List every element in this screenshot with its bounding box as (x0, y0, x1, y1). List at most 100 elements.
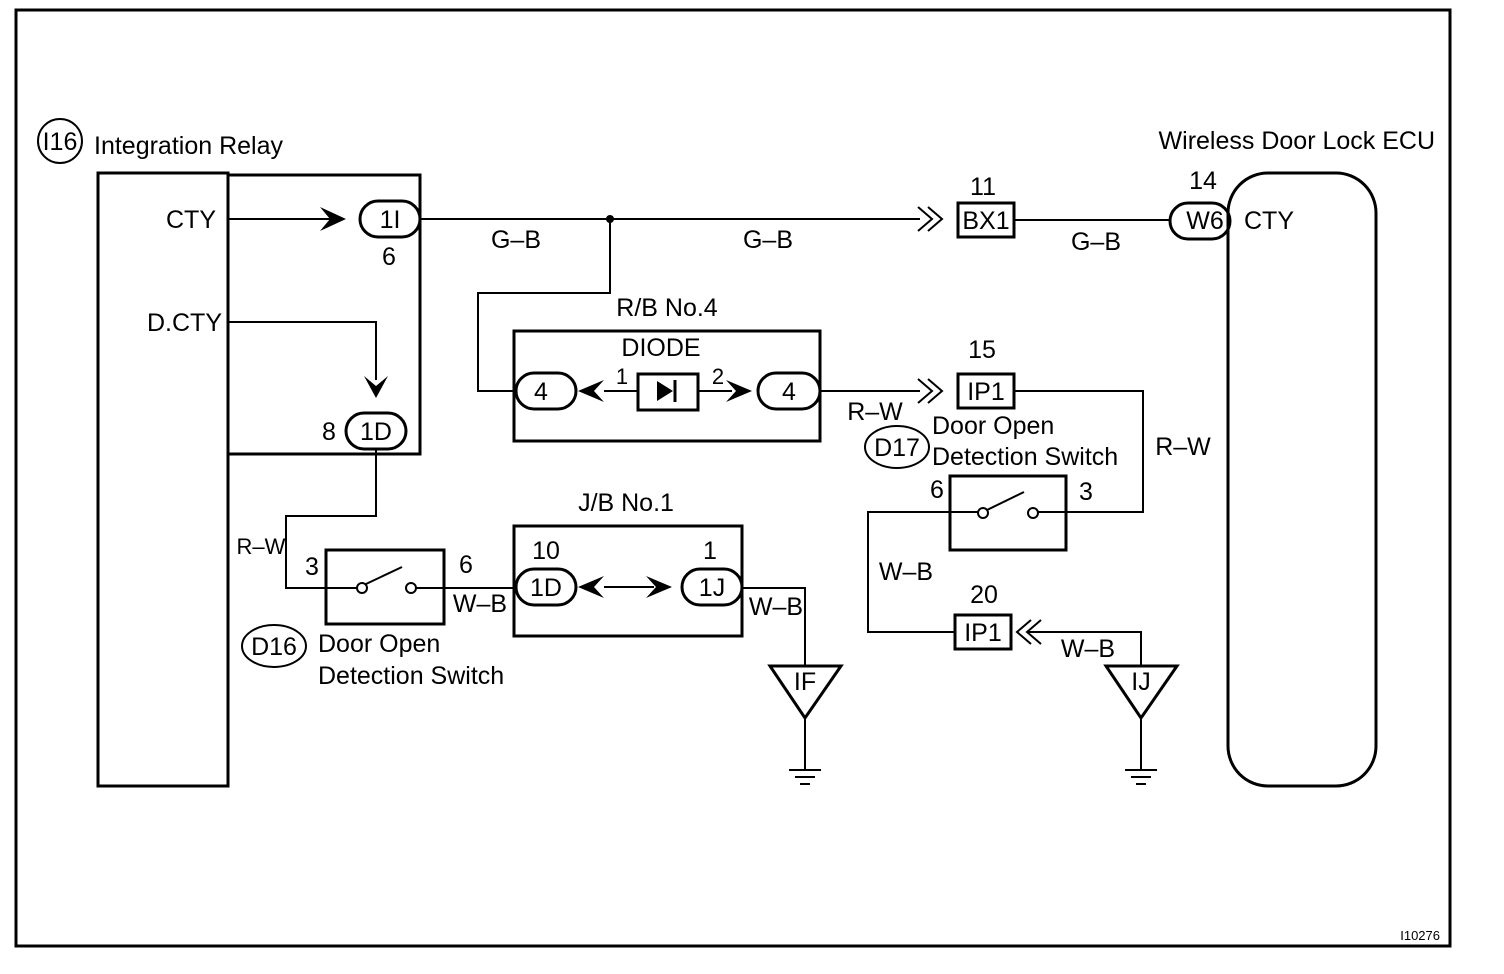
d16-switch-lever (365, 566, 403, 585)
jb1-pin-right: 1 (703, 537, 717, 565)
wire-wb-d17-label: W–B (879, 558, 933, 586)
terminal-cty-label: CTY (166, 206, 216, 234)
wire-wb-jb (742, 587, 806, 666)
wire-gb1-label: G–B (491, 226, 541, 254)
arrow-1i (320, 207, 346, 231)
jb1-conn-right-id: 1J (699, 574, 725, 602)
diagram-frame (14, 8, 1452, 948)
connector-w6-pill (1168, 201, 1232, 241)
rb4-pin-right: 2 (712, 364, 724, 389)
arrow-bx1-outer (917, 206, 934, 232)
wireless-ecu-terminal: CTY (1244, 207, 1294, 235)
d17-code: D17 (874, 434, 920, 462)
connector-1d: 1D 8 (322, 411, 408, 451)
connector-ip1-bot: IP1 20 (953, 581, 1013, 651)
rb4-conn-right-id: 4 (782, 378, 796, 406)
wire-splice-to-rb4 (477, 219, 611, 392)
integration-relay-code-circle (37, 118, 83, 164)
arrow-1d (364, 376, 388, 398)
ground-ij: IJ (1103, 664, 1180, 785)
wireless-ecu-box (1226, 171, 1378, 788)
wire-rw-rb4-label: R–W (847, 398, 903, 426)
arrow-ip1-top-inner (927, 378, 944, 404)
jb1-arrow-left (578, 576, 604, 598)
connector-1d-pin: 8 (322, 418, 336, 446)
wire-gb2-label: G–B (743, 226, 793, 254)
d17-line1: Door Open (932, 412, 1054, 440)
connector-bx1-id: BX1 (962, 207, 1009, 235)
d17-contact-left (977, 507, 989, 519)
wireless-ecu: Wireless Door Lock ECU CTY (1159, 127, 1435, 788)
d17-contact-right (1027, 507, 1039, 519)
connector-ip1-top-pin: 15 (968, 336, 996, 364)
connector-w6-pin: 14 (1189, 167, 1217, 195)
wire-wb-d16-label: W–B (453, 590, 507, 618)
arrow-bx1-inner (927, 206, 944, 232)
ground-if: IF (767, 664, 844, 785)
rb4-arrow-right (726, 380, 752, 402)
wireless-ecu-title: Wireless Door Lock ECU (1159, 127, 1435, 155)
jb1-block: J/B No.1 10 1 1D 1J (512, 489, 744, 638)
wire-wb-ij (1027, 631, 1142, 666)
connector-ip1-bot-pin: 20 (970, 581, 998, 609)
wire-wb-d17 (867, 511, 955, 633)
wire-rw-d16 (285, 449, 377, 589)
d16-pin-right: 6 (459, 551, 473, 579)
d16-contact-left (356, 582, 368, 594)
connector-1d-id: 1D (360, 418, 392, 446)
arrow-ip1-bot-outer (1015, 619, 1032, 645)
d16-line2: Detection Switch (318, 662, 504, 690)
connector-1i-pin: 6 (382, 243, 396, 271)
connector-bx1-pin: 11 (970, 173, 996, 201)
connector-ip1-top: IP1 15 (956, 336, 1016, 410)
ground-ij-label: IJ (1131, 668, 1150, 696)
connector-1i: 1I 6 (358, 199, 422, 271)
rb4-conn-left-id: 4 (534, 378, 548, 406)
wire-rw-d17-label: R–W (1155, 433, 1211, 461)
d16-switch: 3 6 D16 Door Open Detection Switch (241, 548, 504, 690)
d17-pin-right: 3 (1079, 478, 1093, 506)
connector-bx1: BX1 11 (956, 173, 1016, 239)
d17-switch-lever (986, 491, 1025, 511)
jb1-title: J/B No.1 (578, 489, 674, 517)
connector-ip1-bot-box (953, 613, 1013, 651)
diode-icon (657, 381, 673, 401)
jb1-pin-left: 10 (532, 537, 560, 565)
wire-rw-d16-label: R–W (237, 534, 286, 559)
rb4-pin-left: 1 (616, 364, 628, 389)
connector-w6: W6 14 (1168, 167, 1232, 241)
rb4-conn-left (514, 371, 578, 411)
connector-1i-id: 1I (380, 206, 401, 234)
rb4-title: R/B No.4 (616, 294, 718, 322)
jb1-conn-left (514, 567, 578, 607)
wire-wb-jb-label: W–B (749, 593, 803, 621)
d17-pin-left: 6 (930, 476, 944, 504)
wire-dcty (228, 321, 377, 380)
wire-rw-d17 (1014, 390, 1144, 513)
relay-junction-box (228, 173, 422, 456)
d16-code: D16 (251, 633, 297, 661)
ground-ij-triangle (1103, 664, 1180, 721)
d16-code-circle (241, 624, 307, 668)
wire-wb-ij-label: W–B (1061, 635, 1115, 663)
ground-if-triangle (767, 664, 844, 721)
d16-pin-left: 3 (305, 553, 319, 581)
integration-relay-code: I16 (43, 128, 78, 156)
d17-code-circle (864, 425, 930, 469)
d17-line2: Detection Switch (932, 443, 1118, 471)
connector-w6-id: W6 (1186, 207, 1224, 235)
rb4-diode-label: DIODE (621, 334, 700, 362)
terminal-dcty-label: D.CTY (147, 309, 222, 337)
integration-relay-title: Integration Relay (94, 132, 284, 160)
rb4-block: R/B No.4 DIODE 4 1 2 4 (512, 294, 822, 443)
integration-relay-box (96, 171, 230, 788)
rb4-arrow-left (578, 380, 604, 402)
jb1-arrow-right (646, 576, 672, 598)
d17-switch: D17 Door Open Detection Switch 6 3 (864, 412, 1118, 552)
connector-ip1-top-id: IP1 (967, 378, 1005, 406)
d16-contact-right (405, 582, 417, 594)
ground-if-label: IF (794, 668, 816, 696)
d16-line1: Door Open (318, 630, 440, 658)
figure-id: I10276 (1400, 928, 1440, 943)
